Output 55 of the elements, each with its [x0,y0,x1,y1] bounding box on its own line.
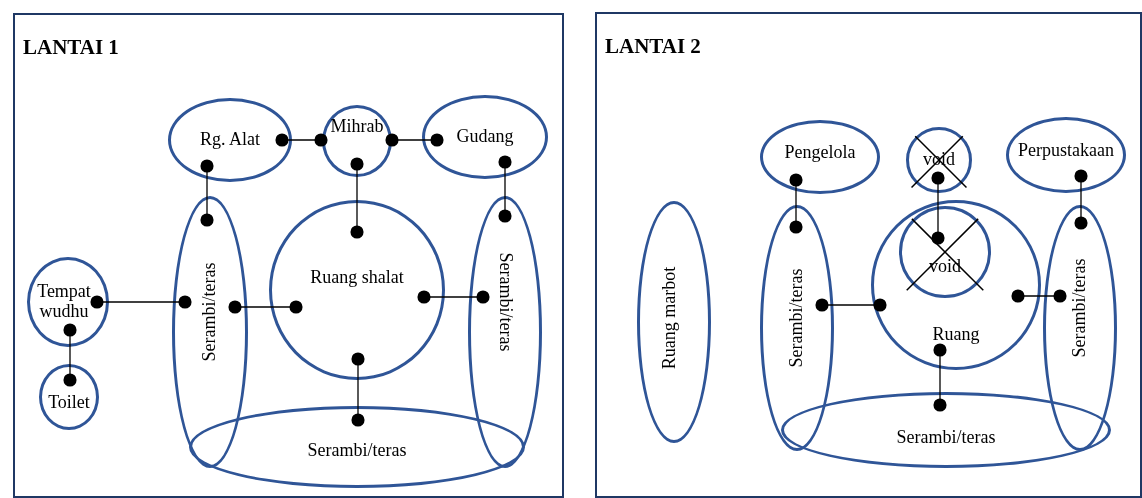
floor-title: LANTAI 2 [605,34,701,59]
room-label: void [929,257,961,277]
connector-line [385,133,444,147]
room-ellipse [39,364,99,430]
room-label: Serambi/teras [200,262,220,362]
room-ellipse [168,98,292,182]
room-ellipse [468,196,542,468]
room-ellipse [189,406,525,488]
connector-line [200,159,214,227]
room-label: Mihrab [330,117,384,137]
connector-line [931,171,945,245]
room-ellipse [637,201,711,443]
connector-line [350,157,364,239]
room-label: Serambi/teras [307,441,407,461]
connector-line [933,343,947,412]
room-label: Serambi/teras [1070,258,1090,358]
room-ellipse [269,200,445,380]
floor-frame [13,13,564,498]
connector-line [815,298,887,312]
room-ellipse [781,392,1111,468]
room-ellipse [871,200,1041,370]
floor-title: LANTAI 1 [23,35,119,60]
room-ellipse [899,206,991,298]
room-label: Pengelola [784,143,856,163]
connector-line [228,300,303,314]
room-label: Gudang [456,127,514,147]
room-ellipse [760,205,834,451]
room-label: Ruang shalat [310,268,404,288]
room-ellipse [1043,205,1117,451]
connector-line [275,133,328,147]
room-label: Tempat wudhu [36,282,92,322]
room-label: Serambi/teras [896,428,996,448]
connector-line [63,323,77,387]
room-ellipse [172,196,248,468]
connector-line [351,352,365,427]
room-label: Serambi/teras [495,252,515,352]
connector-line [90,295,192,309]
room-ellipse [906,127,972,193]
connector-line [417,290,490,304]
connector-line [498,155,512,223]
connector-line [789,173,803,234]
room-label: Serambi/teras [787,268,807,368]
floor-frame [595,12,1142,498]
room-label: Ruang marbot [660,266,680,370]
room-label: Toilet [48,393,90,413]
room-label: Perpustakaan [1018,141,1114,161]
room-label: Rg. Alat [200,130,260,150]
connector-line [1011,289,1067,303]
room-ellipse [422,95,548,179]
room-ellipse [27,257,109,347]
room-ellipse [1006,117,1126,193]
connector-line [1074,169,1088,230]
room-ellipse [760,120,880,194]
room-label: Ruang [932,325,980,345]
room-ellipse [322,105,392,177]
